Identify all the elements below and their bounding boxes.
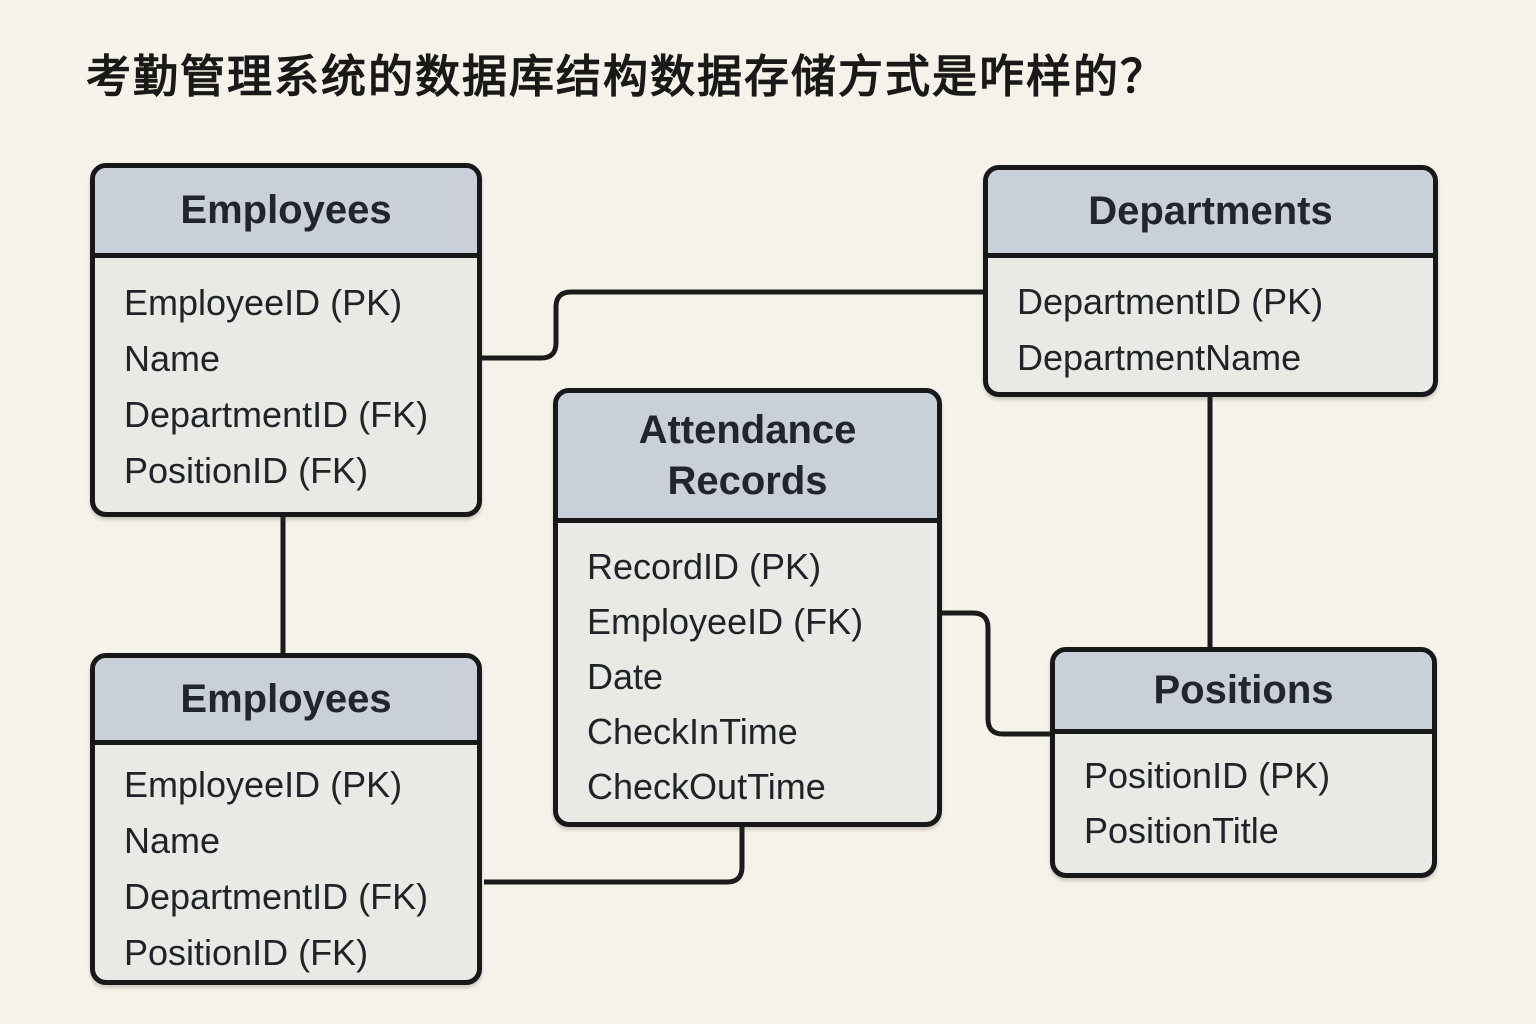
table-header: Departments bbox=[988, 170, 1433, 258]
table-header: Positions bbox=[1055, 652, 1432, 734]
table-title: Employees bbox=[180, 188, 392, 232]
field-row: Date bbox=[587, 656, 664, 697]
field-row: CheckInTime bbox=[587, 711, 798, 752]
field-row: EmployeeID (PK) bbox=[124, 282, 403, 323]
field-row: DepartmentID (FK) bbox=[124, 876, 429, 917]
field-row: DepartmentName bbox=[1017, 337, 1302, 378]
table-title: Attendance Records bbox=[638, 407, 857, 503]
field-row: EmployeeID (PK) bbox=[124, 764, 403, 805]
field-row: DepartmentID (FK) bbox=[124, 394, 429, 435]
table-fields: EmployeeID (PK) Name DepartmentID (FK) P… bbox=[95, 745, 477, 980]
field-row: EmployeeID (FK) bbox=[587, 601, 864, 642]
field-row: CheckOutTime bbox=[587, 766, 826, 807]
table-fields: EmployeeID (PK) Name DepartmentID (FK) P… bbox=[95, 258, 477, 512]
field-row: Name bbox=[124, 820, 221, 861]
field-row: PositionID (FK) bbox=[124, 932, 369, 973]
field-row: PositionID (PK) bbox=[1084, 755, 1331, 796]
connector-attendance-to-employees-bottom bbox=[484, 825, 745, 885]
table-header: Attendance Records bbox=[558, 393, 937, 523]
table-fields: PositionID (PK) PositionTitle bbox=[1055, 734, 1432, 873]
table-departments: Departments DepartmentID (PK) Department… bbox=[983, 165, 1438, 397]
table-header: Employees bbox=[95, 168, 477, 258]
table-title: Employees bbox=[180, 676, 392, 721]
field-row: RecordID (PK) bbox=[587, 546, 822, 587]
table-title: Positions bbox=[1153, 668, 1334, 712]
connector-attendance-to-positions bbox=[940, 610, 1052, 737]
table-header: Employees bbox=[95, 658, 477, 745]
table-employees-bottom: Employees EmployeeID (PK) Name Departmen… bbox=[90, 653, 482, 985]
field-row: DepartmentID (PK) bbox=[1017, 281, 1324, 322]
table-positions: Positions PositionID (PK) PositionTitle bbox=[1050, 647, 1437, 878]
field-row: Name bbox=[124, 338, 221, 379]
field-row: PositionTitle bbox=[1084, 810, 1279, 851]
table-attendance-records: Attendance Records RecordID (PK) Employe… bbox=[553, 388, 942, 827]
field-row: PositionID (FK) bbox=[124, 450, 369, 491]
table-fields: DepartmentID (PK) DepartmentName bbox=[988, 258, 1433, 392]
connector-employees-top-to-departments bbox=[482, 289, 985, 361]
table-employees-top: Employees EmployeeID (PK) Name Departmen… bbox=[90, 163, 482, 517]
page-title: 考勤管理系统的数据库结构数据存储方式是咋样的？ bbox=[86, 51, 1168, 102]
table-fields: RecordID (PK) EmployeeID (FK) Date Check… bbox=[558, 523, 937, 822]
table-title: Departments bbox=[1088, 189, 1333, 233]
